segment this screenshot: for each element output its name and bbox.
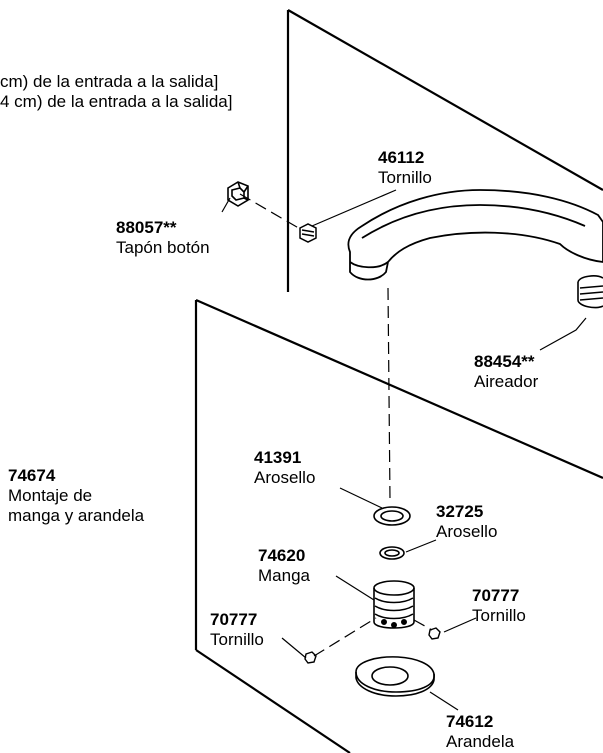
label-41391: 41391 Arosello	[254, 448, 315, 488]
screw-left-part	[304, 651, 317, 664]
part-name: Manga	[258, 566, 310, 585]
label-74612: 74612 Arandela	[446, 712, 514, 752]
part-name: Tornillo	[378, 168, 432, 187]
part-name-line-1: Montaje de	[8, 486, 93, 505]
label-70777-left: 70777 Tornillo	[210, 610, 264, 650]
part-name-line-2: manga y arandela	[8, 506, 145, 525]
label-74674: 74674 Montaje de manga y arandela	[8, 466, 144, 526]
header-note-2: 4 cm) de la entrada a la salida]	[0, 92, 233, 111]
header-note-1: cm) de la entrada a la salida]	[0, 72, 219, 91]
part-name: Aireador	[474, 372, 539, 391]
label-88454: 88454** Aireador	[474, 352, 538, 392]
set-screw-part	[299, 223, 317, 243]
o-ring-small	[379, 546, 405, 560]
part-name: Arosello	[254, 468, 316, 487]
label-32725: 32725 Arosello	[436, 502, 497, 542]
part-number: 32725	[436, 502, 484, 521]
label-70777-right: 70777 Tornillo	[472, 586, 526, 626]
leader-lines	[221, 189, 587, 711]
spout	[347, 189, 603, 281]
part-number: 74612	[446, 712, 494, 731]
button-plug-part	[227, 181, 249, 207]
part-number: 70777	[210, 610, 258, 629]
part-number: 46112	[378, 148, 425, 167]
part-name: Arosello	[436, 522, 498, 541]
label-88057: 88057** Tapón botón	[116, 218, 210, 258]
sleeve-part	[373, 580, 415, 629]
part-name: Arandela	[446, 732, 515, 751]
part-number: 74674	[8, 466, 56, 485]
aerator-part	[577, 275, 603, 309]
o-ring-large	[373, 506, 411, 526]
assembly-lines	[239, 193, 433, 657]
part-number: 88057**	[116, 218, 177, 237]
washer-part	[355, 656, 435, 697]
upper-plane	[286, 9, 603, 292]
part-number: 70777	[472, 586, 520, 605]
label-74620: 74620 Manga	[258, 546, 310, 586]
screw-right-part	[428, 627, 441, 640]
part-number: 88454**	[474, 352, 535, 371]
part-number: 74620	[258, 546, 306, 565]
part-name: Tapón botón	[116, 238, 210, 257]
part-number: 41391	[254, 448, 302, 467]
lower-plane	[194, 298, 603, 753]
label-46112: 46112 Tornillo	[378, 148, 432, 188]
part-name: Tornillo	[210, 630, 264, 649]
part-name: Tornillo	[472, 606, 526, 625]
